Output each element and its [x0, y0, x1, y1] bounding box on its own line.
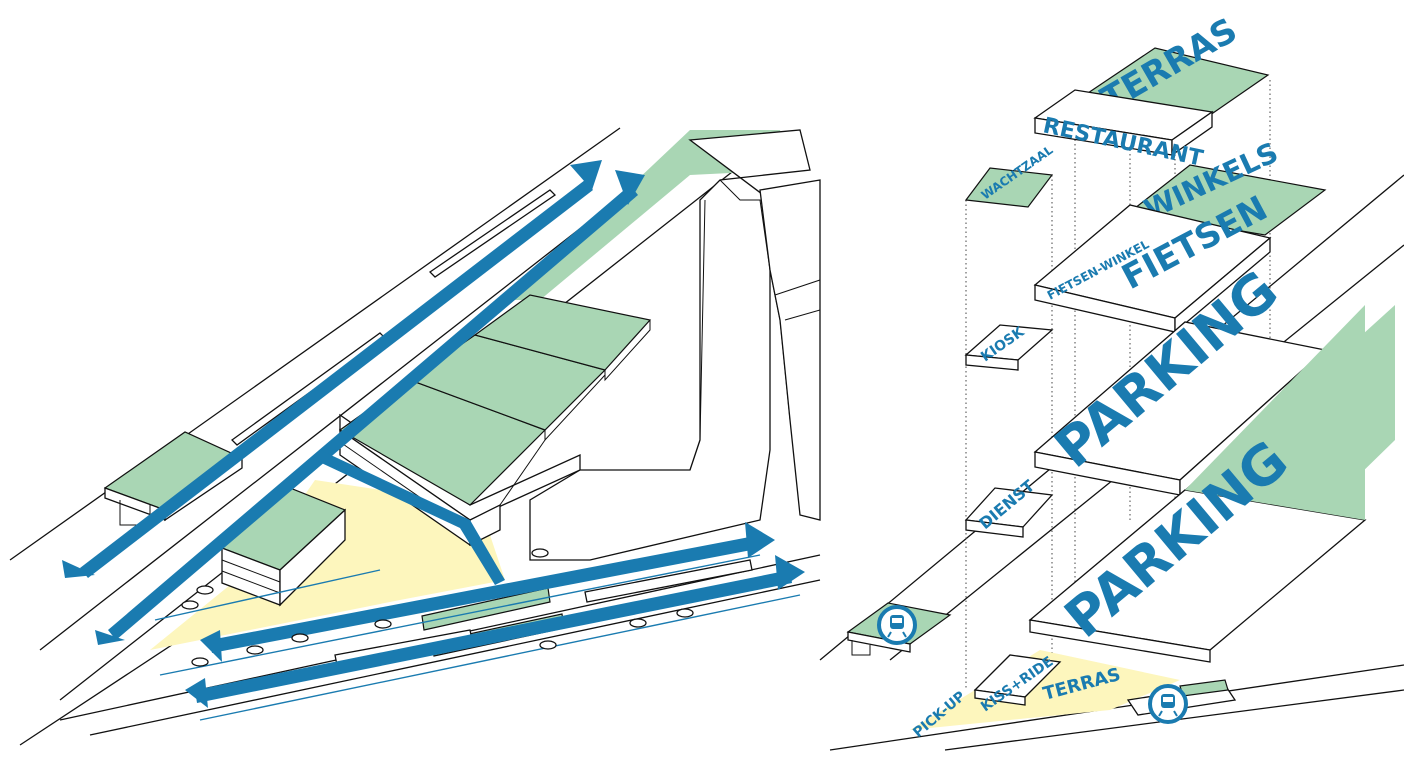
slab-dienst: DIENST: [964, 476, 1054, 538]
train-icon: [1148, 684, 1188, 724]
exploded-program: TERRAS RESTAURANT WINKELS WACHTZAAL FIET…: [819, 10, 1404, 751]
arrow-3: [210, 535, 762, 653]
existing-buildings: [529, 129, 821, 561]
arrow-1: [80, 180, 593, 578]
train-icon: [877, 605, 917, 645]
green-embankment: [510, 130, 790, 300]
arrow-2: [108, 185, 638, 640]
site-axonometric: [9, 127, 821, 746]
flow-lines: [154, 554, 801, 721]
slab-wachtzaal: WACHTZAAL: [964, 143, 1056, 208]
arrow-5: [315, 450, 505, 585]
slab-kiosk: KIOSK: [964, 323, 1054, 371]
ground-plaza: [910, 650, 1180, 730]
small-building: [220, 487, 347, 607]
arrow-4: [195, 570, 792, 703]
plaza-area: [150, 480, 505, 650]
cars: [181, 548, 694, 667]
parking-building: [338, 294, 652, 547]
circulation-arrows: [62, 160, 805, 708]
slab-fietsen: FIETSEN FIETSEN-WINKEL: [1033, 188, 1274, 334]
slab-restaurant: RESTAURANT: [1033, 89, 1214, 172]
